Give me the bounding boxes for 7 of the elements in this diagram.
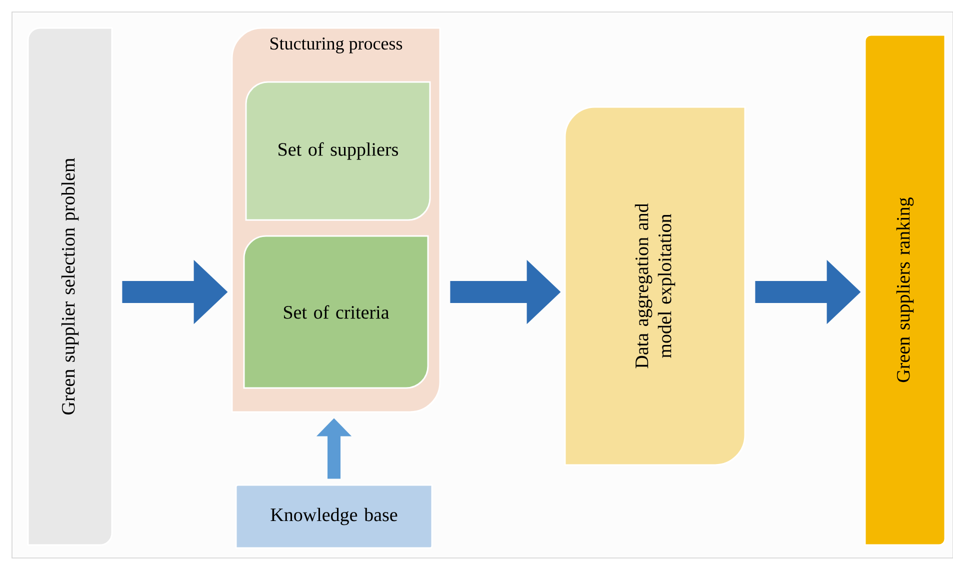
process-box: Data aggregation and model exploitation <box>564 106 746 466</box>
process-box: Set of suppliers <box>245 81 431 221</box>
output-bar: Green suppliers ranking <box>864 34 946 546</box>
input-bar: Green supplier selection problem <box>27 27 113 546</box>
process-box: Knowledge base <box>235 484 433 549</box>
container-heading: Stucturing process <box>270 38 402 54</box>
process-box: Set of criteria <box>243 235 429 389</box>
